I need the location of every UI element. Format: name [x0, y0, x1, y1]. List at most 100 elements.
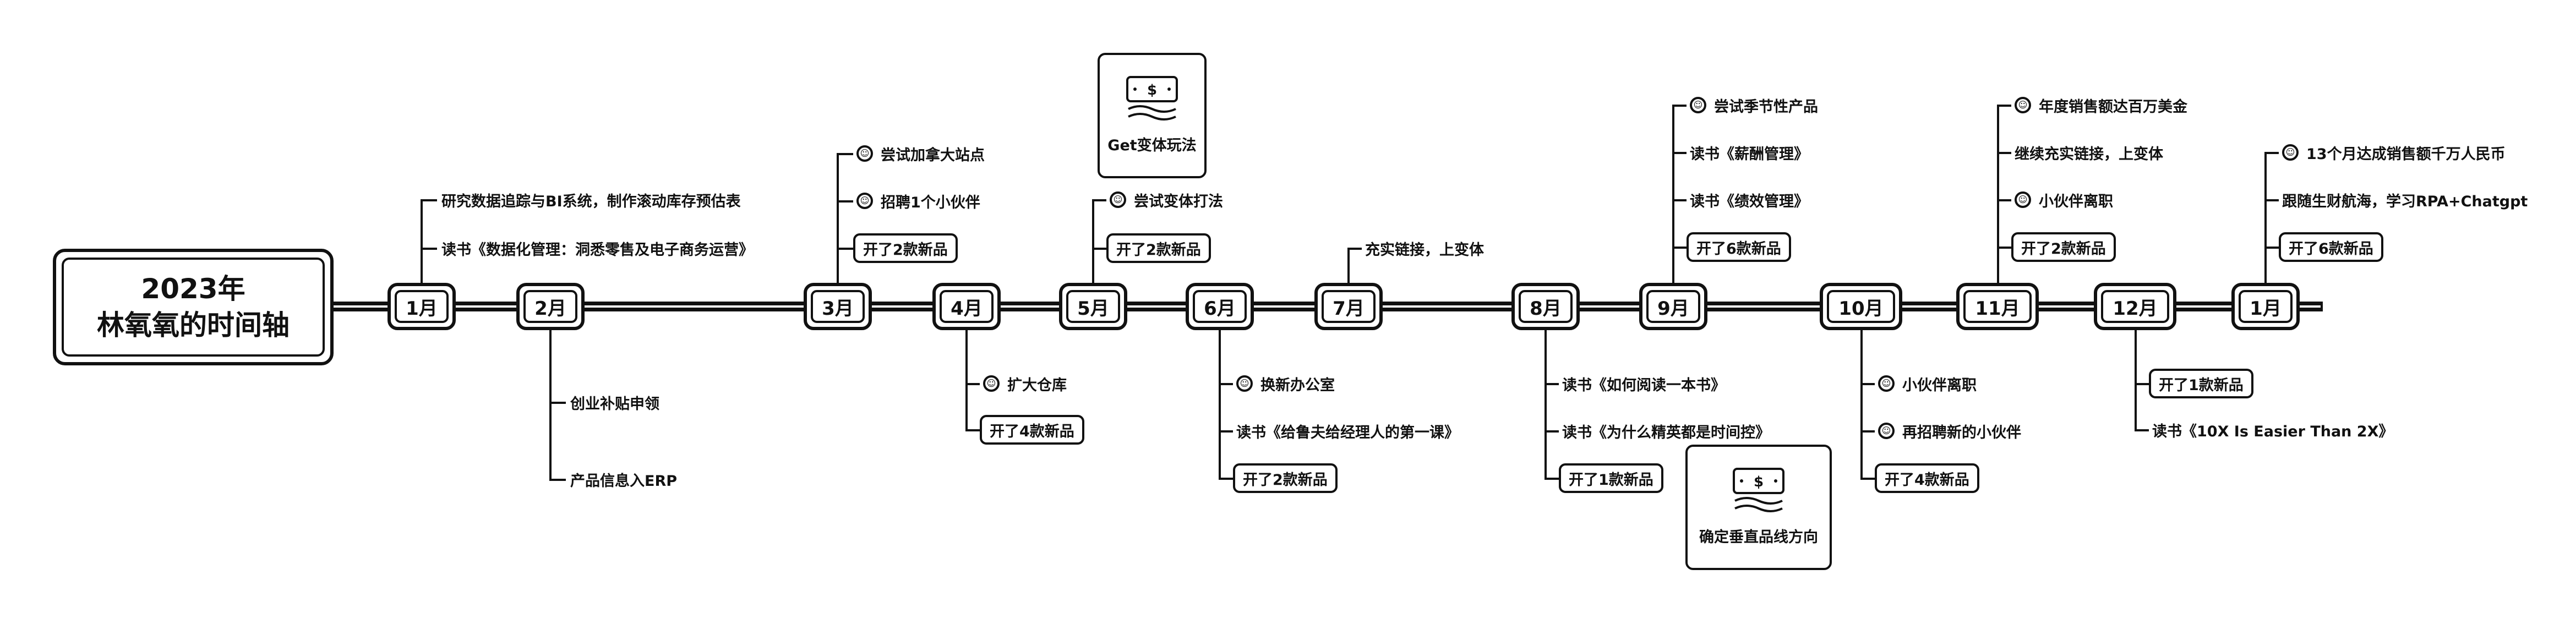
month-node-jan[interactable]: 1月	[388, 283, 456, 330]
month-node-oct[interactable]: 10月	[1820, 283, 1902, 330]
branch-nov-c	[1997, 199, 2011, 201]
branch-jan-next-a	[2264, 152, 2279, 154]
month-node-feb[interactable]: 2月	[516, 283, 585, 330]
topic-nov-b[interactable]: 继续充实链接，上变体	[2015, 145, 2163, 163]
branch-mar-a	[837, 153, 853, 155]
title-line1: 2023年	[141, 273, 245, 305]
branch-jan	[421, 199, 423, 283]
month-node-apr[interactable]: 4月	[932, 283, 1001, 330]
topic-jun-a[interactable]: ☺换新办公室	[1233, 369, 1338, 398]
branch-aug-c	[1544, 478, 1559, 480]
branch-jan-next-b	[2264, 199, 2279, 201]
cash-icon: $	[1126, 76, 1178, 121]
emoji-icon: ☺	[1878, 423, 1895, 439]
topic-sep-b[interactable]: 读书《薪酬管理》	[1690, 145, 1809, 163]
branch-apr	[965, 330, 968, 430]
branch-may-b	[1092, 248, 1106, 250]
topic-aug-a[interactable]: 读书《如何阅读一本书》	[1562, 376, 1726, 394]
topic-mar-b-label: 招聘1个小伙伴	[881, 194, 980, 211]
branch-oct-c	[1860, 478, 1875, 480]
branch-jun-a	[1219, 383, 1233, 385]
topic-dec-a[interactable]: 开了1款新品	[2149, 369, 2253, 398]
branch-feb-a	[549, 402, 566, 404]
topic-apr-b[interactable]: 开了4款新品	[980, 415, 1084, 445]
branch-aug	[1544, 330, 1547, 479]
branch-nov-b	[1997, 152, 2011, 154]
topic-jun-a-label: 换新办公室	[1260, 376, 1335, 394]
branch-oct	[1860, 330, 1863, 479]
month-node-sep[interactable]: 9月	[1639, 283, 1707, 330]
topic-nov-d[interactable]: 开了2款新品	[2011, 232, 2116, 262]
image-card-aug[interactable]: $ 确定垂直品线方向	[1685, 445, 1832, 570]
branch-oct-a	[1860, 383, 1875, 385]
topic-jul-a[interactable]: 充实链接，上变体	[1365, 241, 1484, 259]
topic-feb-a[interactable]: 创业补贴申领	[570, 395, 659, 413]
branch-dec-b	[2135, 429, 2149, 431]
emoji-icon: ☺	[983, 375, 1000, 392]
topic-oct-a-label: 小伙伴离职	[1902, 376, 1977, 394]
branch-jan-next	[2264, 152, 2267, 283]
topic-jan2-c[interactable]: 开了6款新品	[2279, 232, 2383, 262]
branch-mar	[837, 153, 839, 283]
month-node-may[interactable]: 5月	[1059, 283, 1127, 330]
topic-sep-a[interactable]: ☺尝试季节性产品	[1687, 90, 1821, 120]
branch-mar-c	[837, 248, 853, 250]
branch-feb	[549, 330, 552, 480]
month-node-jul[interactable]: 7月	[1314, 283, 1383, 330]
topic-jan-b[interactable]: 读书《数据化管理：洞悉零售及电子商务运营》	[441, 241, 754, 259]
emoji-icon: ☺	[1110, 191, 1126, 208]
topic-jan2-b[interactable]: 跟随生财航海，学习RPA+Chatgpt	[2282, 193, 2528, 210]
branch-dec	[2135, 330, 2137, 430]
title-box[interactable]: 2023年 林氧氧的时间轴	[53, 249, 334, 365]
title-line2: 林氧氧的时间轴	[97, 309, 290, 341]
topic-nov-a[interactable]: ☺年度销售额达百万美金	[2011, 90, 2191, 120]
topic-mar-c[interactable]: 开了2款新品	[853, 233, 958, 263]
topic-jan-a[interactable]: 研究数据追踪与BI系统，制作滚动库存预估表	[441, 193, 741, 210]
month-node-dec[interactable]: 12月	[2094, 283, 2176, 330]
image-card-aug-caption: 确定垂直品线方向	[1699, 529, 1818, 546]
branch-jan-b	[421, 248, 437, 250]
topic-sep-d[interactable]: 开了6款新品	[1687, 232, 1791, 262]
branch-jan-next-c	[2264, 247, 2279, 249]
branch-apr-b	[965, 429, 980, 431]
emoji-icon: ☺	[2282, 144, 2299, 161]
image-card-may[interactable]: $ Get变体玩法	[1098, 53, 1207, 178]
topic-may-a[interactable]: ☺尝试变体打法	[1106, 185, 1226, 215]
branch-jan-a	[421, 199, 437, 201]
month-node-aug[interactable]: 8月	[1511, 283, 1580, 330]
topic-jun-c[interactable]: 开了2款新品	[1233, 463, 1338, 493]
topic-mar-b[interactable]: ☺招聘1个小伙伴	[853, 186, 984, 216]
topic-aug-c[interactable]: 开了1款新品	[1559, 463, 1663, 493]
topic-dec-b[interactable]: 读书《10X Is Easier Than 2X》	[2152, 423, 2394, 440]
branch-mar-b	[837, 200, 853, 202]
branch-may	[1092, 199, 1094, 283]
topic-may-b[interactable]: 开了2款新品	[1106, 233, 1211, 263]
emoji-icon: ☺	[1690, 97, 1706, 113]
branch-sep	[1672, 105, 1674, 283]
topic-mar-a[interactable]: ☺尝试加拿大站点	[853, 139, 988, 168]
svg-text:$: $	[1754, 474, 1764, 490]
month-node-nov[interactable]: 11月	[1956, 283, 2039, 330]
topic-jan2-a[interactable]: ☺13个月达成销售额千万人民币	[2279, 138, 2509, 167]
branch-nov	[1997, 105, 1999, 283]
topic-apr-a-label: 扩大仓库	[1007, 376, 1067, 394]
topic-oct-c[interactable]: 开了4款新品	[1875, 463, 1979, 493]
topic-oct-b[interactable]: ☺再招聘新的小伙伴	[1875, 416, 2024, 446]
branch-jun-b	[1219, 430, 1233, 433]
branch-dec-a	[2135, 383, 2149, 385]
topic-jun-b[interactable]: 读书《给鲁夫给经理人的第一课》	[1236, 424, 1459, 441]
topic-nov-c-label: 小伙伴离职	[2039, 193, 2113, 210]
topic-sep-c[interactable]: 读书《绩效管理》	[1690, 193, 1809, 210]
branch-feb-b	[549, 479, 566, 481]
month-node-mar[interactable]: 3月	[804, 283, 872, 330]
month-node-jun[interactable]: 6月	[1186, 283, 1254, 330]
branch-oct-b	[1860, 430, 1875, 433]
branch-sep-d	[1672, 247, 1687, 249]
topic-nov-c[interactable]: ☺小伙伴离职	[2011, 185, 2116, 215]
topic-apr-a[interactable]: ☺ 扩大仓库	[980, 369, 1070, 398]
topic-aug-b[interactable]: 读书《为什么精英都是时间控》	[1562, 424, 1770, 441]
topic-oct-a[interactable]: ☺小伙伴离职	[1875, 369, 1980, 398]
topic-feb-b[interactable]: 产品信息入ERP	[570, 472, 678, 490]
month-node-jan-next[interactable]: 1月	[2231, 283, 2300, 330]
